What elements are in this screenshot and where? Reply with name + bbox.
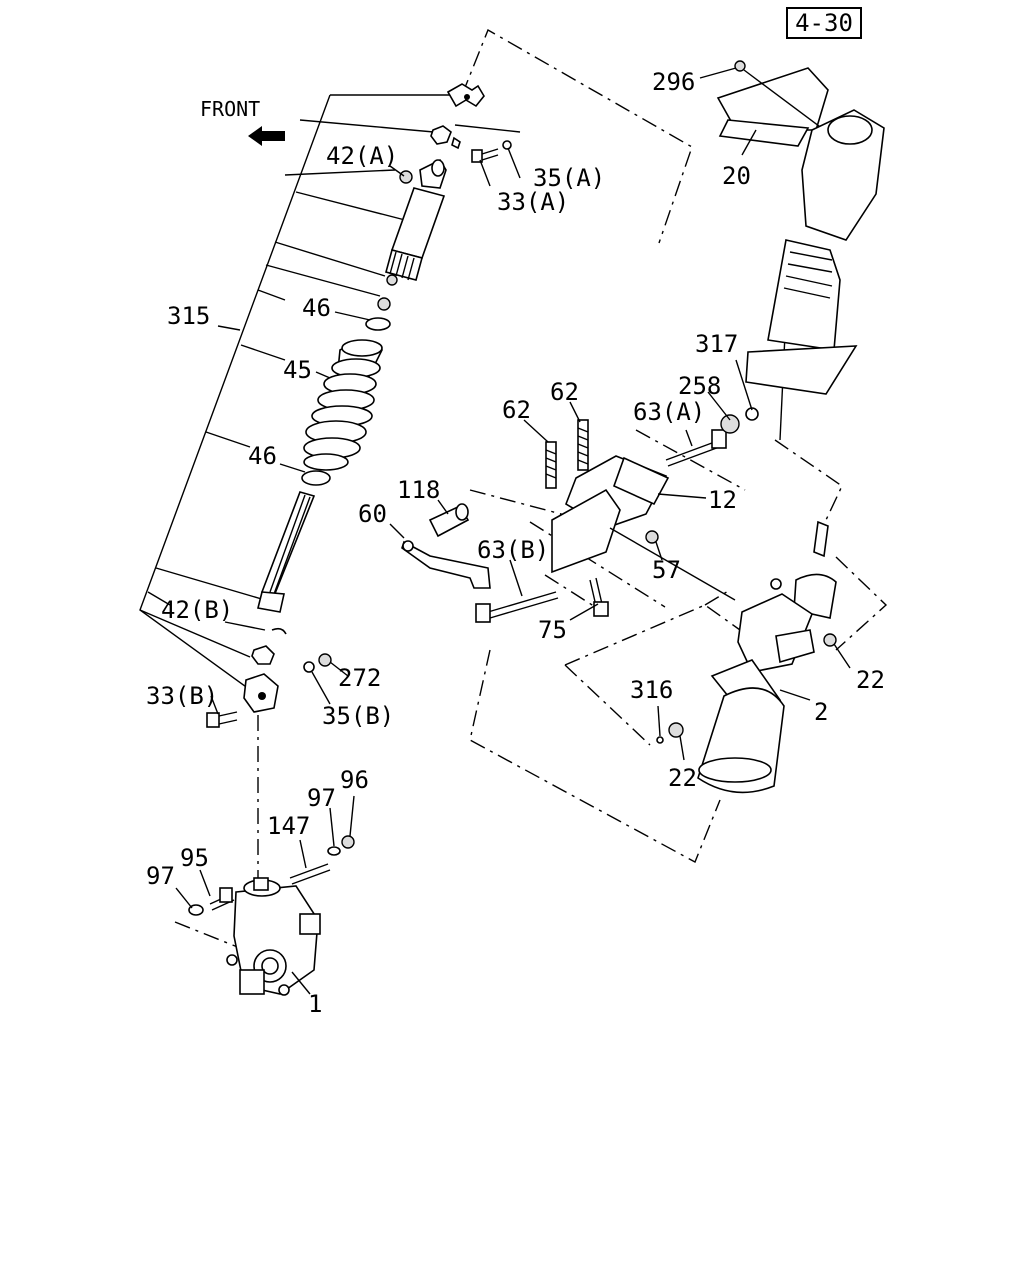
spring-62-right[interactable] bbox=[577, 419, 589, 471]
callout-labels: 296 20 42(A) 35(A) 33(A) 315 46 45 46 31… bbox=[146, 68, 885, 1018]
callout-2[interactable]: 2 bbox=[814, 698, 828, 726]
clamp-46-bottom-icon[interactable] bbox=[301, 470, 331, 486]
callout-63b[interactable]: 63(B) bbox=[477, 536, 549, 564]
callout-62-left[interactable]: 62 bbox=[502, 396, 531, 424]
callout-1[interactable]: 1 bbox=[308, 990, 322, 1018]
callout-60[interactable]: 60 bbox=[358, 500, 387, 528]
callout-296[interactable]: 296 bbox=[652, 68, 695, 96]
front-label: FRONT bbox=[200, 97, 260, 121]
clamp-46-top-icon[interactable] bbox=[365, 317, 391, 331]
washer-35b-icon[interactable] bbox=[303, 661, 315, 673]
steering-gearbox-1[interactable] bbox=[226, 877, 321, 996]
bolt-33a[interactable] bbox=[471, 148, 499, 163]
nut-22-bottom-icon[interactable] bbox=[668, 722, 684, 738]
nut-272-icon[interactable] bbox=[318, 653, 332, 667]
nut-22-right-icon[interactable] bbox=[823, 633, 837, 647]
callout-33b[interactable]: 33(B) bbox=[146, 682, 218, 710]
spring-62-left[interactable] bbox=[545, 441, 557, 489]
bolt-75[interactable] bbox=[589, 577, 609, 617]
callout-35a[interactable]: 35(A) bbox=[533, 164, 605, 192]
callout-12[interactable]: 12 bbox=[708, 486, 737, 514]
bolt-63a[interactable] bbox=[665, 429, 727, 467]
callout-147[interactable]: 147 bbox=[267, 812, 310, 840]
nut-46-icon[interactable] bbox=[377, 297, 391, 311]
callout-22-bottom[interactable]: 22 bbox=[668, 764, 697, 792]
boot-45[interactable] bbox=[303, 339, 384, 471]
callout-118[interactable]: 118 bbox=[397, 476, 440, 504]
callout-33a[interactable]: 33(A) bbox=[497, 188, 569, 216]
washer-35a-icon[interactable] bbox=[502, 140, 512, 150]
callout-97-left[interactable]: 97 bbox=[146, 862, 175, 890]
steering-column-2[interactable] bbox=[697, 520, 837, 794]
page-reference-box[interactable]: 4-30 bbox=[786, 7, 862, 39]
callout-272[interactable]: 272 bbox=[338, 664, 381, 692]
bolt-95[interactable] bbox=[209, 887, 235, 911]
upper-splined-shaft[interactable] bbox=[385, 187, 446, 281]
callout-22-right[interactable]: 22 bbox=[856, 666, 885, 694]
bushing-118[interactable] bbox=[428, 503, 470, 538]
column-cover-20[interactable] bbox=[716, 67, 836, 147]
column-boot-housing[interactable] bbox=[745, 109, 885, 395]
reference-lines bbox=[174, 28, 888, 949]
callout-42b[interactable]: 42(B) bbox=[161, 596, 233, 624]
upper-universal-joint[interactable] bbox=[399, 83, 485, 189]
callout-62-right[interactable]: 62 bbox=[550, 378, 579, 406]
front-indicator: FRONT bbox=[200, 97, 285, 146]
callout-57[interactable]: 57 bbox=[652, 556, 681, 584]
screw-296-icon[interactable] bbox=[734, 60, 746, 72]
intermediate-shaft[interactable] bbox=[257, 491, 316, 613]
callout-317[interactable]: 317 bbox=[695, 330, 738, 358]
nut-42a-icon[interactable] bbox=[399, 170, 413, 184]
callout-35b[interactable]: 35(B) bbox=[322, 702, 394, 730]
callout-95[interactable]: 95 bbox=[180, 844, 209, 872]
pedal-arm-60[interactable] bbox=[401, 540, 491, 589]
callout-315[interactable]: 315 bbox=[167, 302, 210, 330]
pin-316-icon[interactable] bbox=[656, 736, 664, 744]
callout-96[interactable]: 96 bbox=[340, 766, 369, 794]
callout-258[interactable]: 258 bbox=[678, 372, 721, 400]
callout-leaders bbox=[175, 67, 851, 995]
front-arrow-icon bbox=[248, 126, 285, 146]
lower-universal-joint[interactable] bbox=[243, 627, 287, 713]
callout-20[interactable]: 20 bbox=[722, 162, 751, 190]
nut-96-icon[interactable] bbox=[341, 835, 355, 849]
callout-97-top[interactable]: 97 bbox=[307, 784, 336, 812]
nut-57-icon[interactable] bbox=[645, 530, 659, 544]
washer-97-top-icon[interactable] bbox=[327, 846, 341, 856]
callout-316[interactable]: 316 bbox=[630, 676, 673, 704]
callout-42a[interactable]: 42(A) bbox=[326, 142, 398, 170]
washer-97-left-icon[interactable] bbox=[188, 904, 204, 916]
callout-46-bottom[interactable]: 46 bbox=[248, 442, 277, 470]
stud-147[interactable] bbox=[289, 863, 331, 885]
nut-258-icon[interactable] bbox=[720, 414, 740, 434]
pedal-bracket-12[interactable] bbox=[551, 455, 736, 601]
callout-45[interactable]: 45 bbox=[283, 356, 312, 384]
callout-63a[interactable]: 63(A) bbox=[633, 398, 705, 426]
assembly-bracket-315 bbox=[139, 94, 455, 698]
bolt-63b[interactable] bbox=[475, 591, 559, 623]
callout-75[interactable]: 75 bbox=[538, 616, 567, 644]
nut-small-icon[interactable] bbox=[386, 274, 398, 286]
bolt-33b[interactable] bbox=[206, 711, 238, 728]
page-reference-text[interactable]: 4-30 bbox=[795, 9, 853, 37]
callout-46-top[interactable]: 46 bbox=[302, 294, 331, 322]
